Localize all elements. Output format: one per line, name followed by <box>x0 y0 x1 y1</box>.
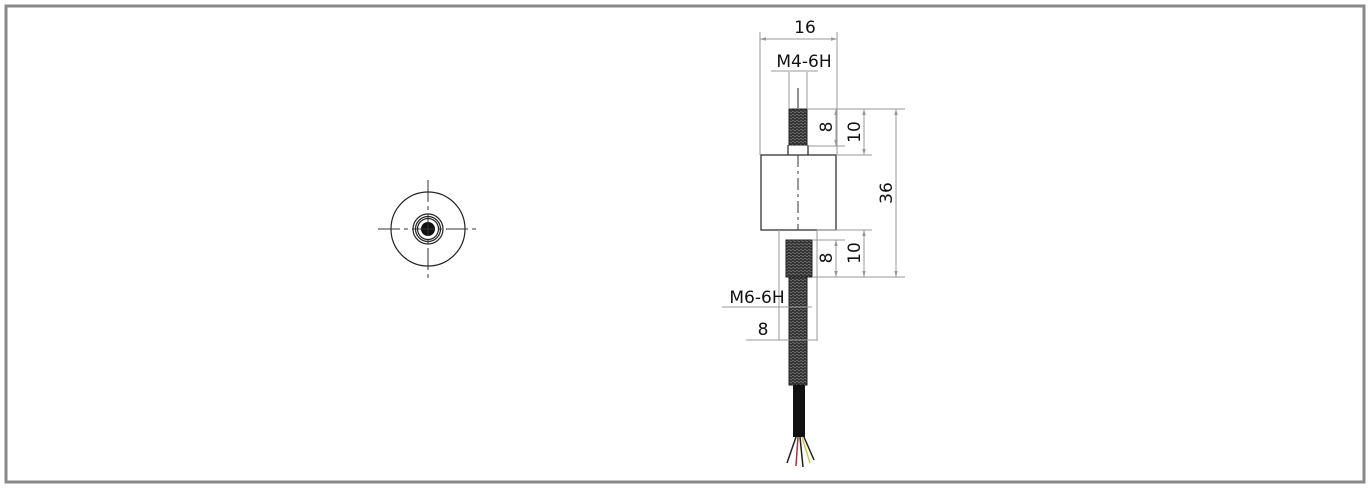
dim-bottom-thread: M6-6H <box>729 288 784 308</box>
cable <box>793 385 805 437</box>
dim-total-length: 36 <box>877 182 897 204</box>
drawing-frame <box>4 4 1366 484</box>
side-view <box>760 88 837 468</box>
dim-bottom-thread-depth: 8 <box>817 253 837 264</box>
dim-bottom-stud-length: 10 <box>845 242 865 264</box>
dim-bottom-width: 8 <box>758 320 769 340</box>
cable-wires <box>786 436 815 468</box>
end-view <box>378 180 478 280</box>
dim-top-thread-depth: 8 <box>817 122 837 133</box>
threaded-rod <box>788 276 808 386</box>
dim-top-stud-length: 10 <box>845 121 865 143</box>
dim-top-thread: M4-6H <box>776 52 831 72</box>
dimensions: 16 M4-6H 8 10 36 8 10 M6-6H 8 <box>722 18 905 341</box>
dim-total-width: 16 <box>794 18 816 38</box>
